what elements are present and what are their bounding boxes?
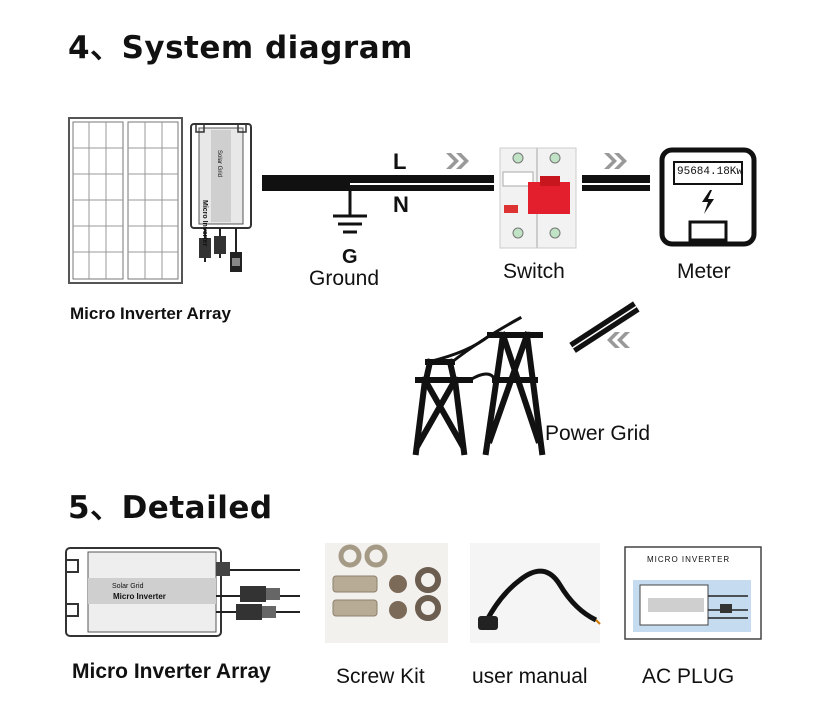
- switch-breaker-image: [499, 147, 577, 249]
- switch-label: Switch: [503, 260, 565, 283]
- meter-label: Meter: [677, 260, 731, 283]
- power-grid-towers-icon: [412, 315, 546, 456]
- ground-g-label: G: [342, 246, 358, 268]
- micro-inverter-product-image: [65, 547, 300, 637]
- ac-plug-box-title: MICRO INVERTER: [647, 555, 731, 564]
- section-title-detailed: 5、Detailed: [68, 490, 273, 526]
- section-title-system-diagram: 4、System diagram: [68, 30, 413, 66]
- micro-inverter-array-label: Micro Inverter Array: [70, 304, 231, 323]
- user-manual-image: [470, 543, 601, 643]
- ground-symbol-icon: [333, 191, 367, 234]
- flow-arrow-right-icon-2: [604, 153, 627, 169]
- detail-label-user-manual: user manual: [472, 665, 588, 688]
- line-n-label: N: [393, 192, 409, 217]
- detail-label-micro-inverter-array: Micro Inverter Array: [72, 660, 271, 683]
- flow-arrow-left-icon: [607, 332, 630, 348]
- solar-panel-image: [68, 117, 183, 284]
- meter-icon: [659, 147, 757, 247]
- power-grid-label: Power Grid: [545, 422, 651, 445]
- product-device-subtext: Solar Grid: [112, 583, 144, 590]
- ground-label: Ground: [309, 267, 380, 290]
- grid-wire: [569, 301, 640, 353]
- screw-kit-image: [325, 543, 448, 643]
- product-device-text: Micro Inverter: [113, 592, 166, 601]
- detail-label-ac-plug: AC PLUG: [642, 665, 735, 688]
- line-l-label: L: [393, 149, 407, 174]
- meter-reading: 95684.18Kw: [677, 166, 744, 178]
- micro-inverter-device: [190, 123, 252, 272]
- ac-plug-box-image: [624, 546, 762, 640]
- detail-label-screw-kit: Screw Kit: [336, 665, 425, 688]
- flow-arrow-right-icon: [446, 153, 469, 169]
